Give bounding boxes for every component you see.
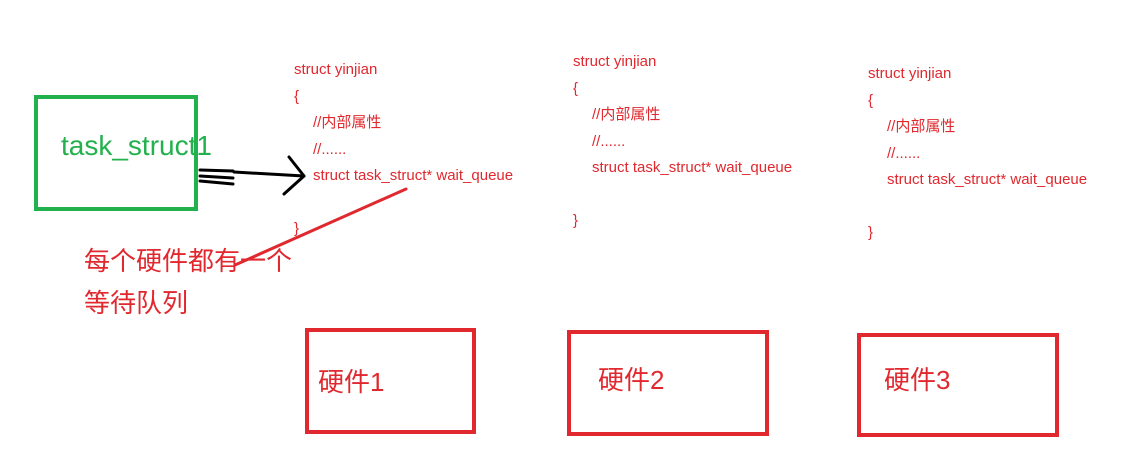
hardware-label-2: 硬件2 <box>598 365 665 395</box>
struct-wait-queue-field: struct task_struct* wait_queue <box>313 167 514 184</box>
task-struct-label: task_struct1 <box>61 130 212 161</box>
struct-open-brace: { <box>573 80 579 97</box>
struct-wait-queue-field: struct task_struct* wait_queue <box>592 159 793 176</box>
hardware-label-1: 硬件1 <box>318 367 385 397</box>
struct-comment-attrs: //内部属性 <box>313 114 382 131</box>
struct-open-brace: { <box>294 88 300 105</box>
struct-comment-ellipsis: //...... <box>313 141 347 158</box>
struct-close-brace: } <box>573 212 579 229</box>
note-line-2: 等待队列 <box>84 288 189 318</box>
note-line-1: 每个硬件都有一个 <box>84 246 293 276</box>
note-connector-line <box>233 187 408 267</box>
hardware-box-1 <box>305 328 476 434</box>
struct-comment-attrs: //内部属性 <box>887 118 956 135</box>
hardware-box-3 <box>857 333 1059 437</box>
hardware-box-2 <box>567 330 769 436</box>
task-struct-box <box>34 95 198 211</box>
struct-comment-ellipsis: //...... <box>592 133 626 150</box>
struct-comment-ellipsis: //...... <box>887 145 921 162</box>
struct-header: struct yinjian <box>294 61 378 78</box>
struct-wait-queue-field: struct task_struct* wait_queue <box>887 171 1088 188</box>
struct-close-brace: } <box>294 220 300 237</box>
struct-comment-attrs: //内部属性 <box>592 106 661 123</box>
struct-header: struct yinjian <box>868 65 952 82</box>
struct-close-brace: } <box>868 224 874 241</box>
pointer-arrow <box>198 155 306 196</box>
hardware-label-3: 硬件3 <box>884 365 951 395</box>
struct-open-brace: { <box>868 92 874 109</box>
struct-header: struct yinjian <box>573 53 657 70</box>
